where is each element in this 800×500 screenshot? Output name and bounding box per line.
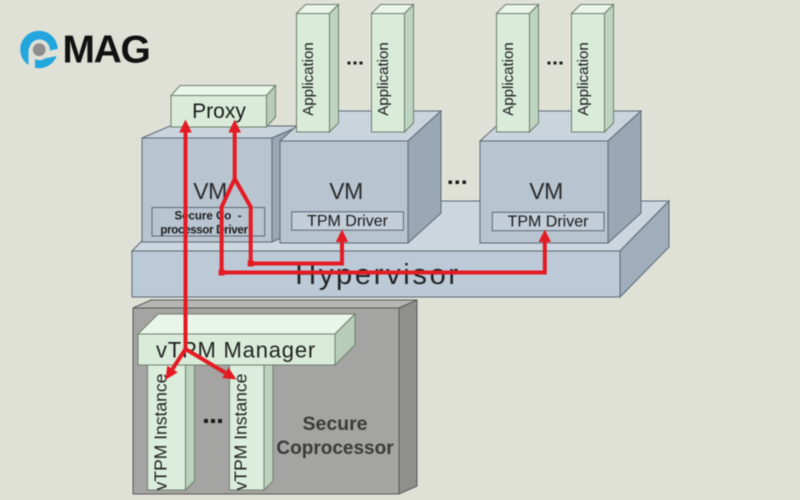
svg-text:TPM Driver: TPM Driver: [508, 214, 590, 231]
svg-text:Secure Co -: Secure Co -: [174, 211, 241, 223]
svg-text:TPM Driver: TPM Driver: [307, 213, 389, 230]
svg-text:VM: VM: [193, 178, 227, 204]
svg-text:Secure: Secure: [302, 413, 367, 435]
svg-text:VM: VM: [529, 178, 563, 204]
svg-text:vTPM Instance: vTPM Instance: [151, 374, 171, 491]
svg-text:Application: Application: [500, 42, 517, 115]
svg-text:Application: Application: [300, 42, 317, 115]
svg-text:processor Driver: processor Driver: [160, 225, 248, 237]
svg-text:Coprocessor: Coprocessor: [276, 438, 394, 459]
svg-text:vTPM Instance: vTPM Instance: [231, 374, 251, 491]
svg-text:Proxy: Proxy: [192, 100, 246, 123]
svg-text:MAG: MAG: [63, 29, 150, 72]
svg-text:VM: VM: [329, 178, 363, 204]
svg-text:Application: Application: [375, 42, 392, 115]
svg-text:Application: Application: [575, 42, 592, 115]
